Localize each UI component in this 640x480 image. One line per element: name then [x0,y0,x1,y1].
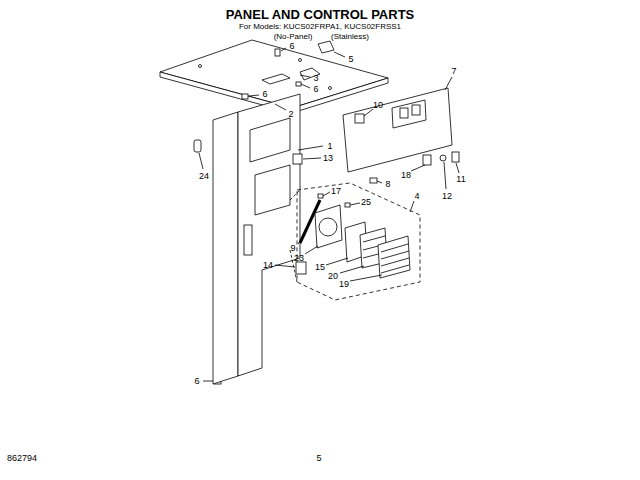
leader-line [199,153,203,169]
control-panel [440,155,446,161]
callout-number: 9 [290,244,295,253]
top-plate [262,74,290,84]
fan-assembly [381,244,409,273]
callout-number: 8 [385,180,390,189]
leader-line [340,266,364,273]
leader-line [199,48,459,381]
callout-number: 14 [263,261,273,270]
leader-line [350,275,382,281]
callout-number: 19 [339,280,349,289]
callout-number: 15 [315,263,325,272]
leader-line [326,258,348,265]
control-panel [423,155,431,165]
screw [242,94,248,99]
control-panel [343,88,452,172]
callout-number: 10 [373,101,383,110]
leader-line [301,84,310,88]
fan-assembly [318,194,323,198]
callout-number: 6 [313,85,318,94]
callout-number: 23 [294,254,304,263]
callout-number: 6 [262,90,267,99]
callout-number: 12 [442,192,452,201]
callout-number: 20 [328,272,338,281]
leader-line [444,162,446,189]
leader-line [275,265,295,267]
top-plate [329,87,332,90]
model-note: (Stainless) [331,33,369,41]
main-panel [213,94,300,384]
leader-line [275,104,286,110]
leader-line [350,203,360,205]
top-plate [292,78,388,113]
control-panel [343,88,459,183]
callout-number: 3 [313,74,318,83]
leader-line [300,75,310,77]
leader-line [298,235,305,244]
callout-number: 862794 [7,454,37,463]
top-plate [299,59,302,62]
main-panel [250,118,290,162]
control-panel [355,114,364,123]
fan-assembly [378,236,410,278]
leader-line [410,201,414,212]
leader-line [445,77,452,90]
leader-line [323,192,330,196]
main-panel [244,225,252,255]
control-panel [412,105,420,115]
leader-line [298,146,323,150]
title: PANEL AND CONTROL PARTS [226,7,415,22]
switch-bracket [296,82,301,86]
leader-line [249,95,259,96]
callout-number: 6 [194,377,199,386]
callout-number: 1 [327,142,332,151]
main-panel [213,112,238,384]
model-note: (No-Panel) [274,33,313,41]
leader-line [411,165,425,171]
main-panel [255,165,290,215]
leader-line [305,246,318,254]
fan-assembly [345,203,350,207]
leader-line [203,381,213,382]
callout-number: 4 [414,192,419,201]
fan-assembly [296,183,420,300]
callout-number: 5 [316,454,321,463]
control-panel [452,152,459,162]
control-panel [370,178,377,183]
fan-assembly [296,262,306,274]
switch-bracket [318,41,334,53]
callout-number: 25 [361,198,371,207]
control-panel [392,100,426,128]
fan-assembly [315,205,342,248]
callout-number: 18 [401,171,411,180]
part-knob [194,140,302,164]
fan-assembly [319,218,337,236]
callout-number: 11 [456,175,465,184]
leader-line [334,52,345,57]
screw [275,49,280,56]
main-panel [238,94,300,376]
leader-line [364,109,373,116]
callout-number: 24 [199,172,209,181]
top-plate [199,65,202,68]
leader-line [456,163,459,173]
leader-line [377,181,382,183]
control-panel [400,108,408,118]
callout-number: 5 [348,55,353,64]
leader-line [281,48,286,51]
callout-number: 13 [323,154,333,163]
switch-bracket [296,41,334,86]
part-knob [194,140,201,152]
callout-number: 17 [331,187,341,196]
callout-number: 7 [451,67,456,76]
top-plate [160,40,388,108]
fan-assembly [297,183,420,300]
model-line: For Models: KUCS02FRPA1, KUCS02FRSS1 [239,23,401,31]
callout-number: 6 [289,42,294,51]
callout-number: 2 [288,110,293,119]
part-knob [293,154,302,164]
leader-line [303,158,321,159]
